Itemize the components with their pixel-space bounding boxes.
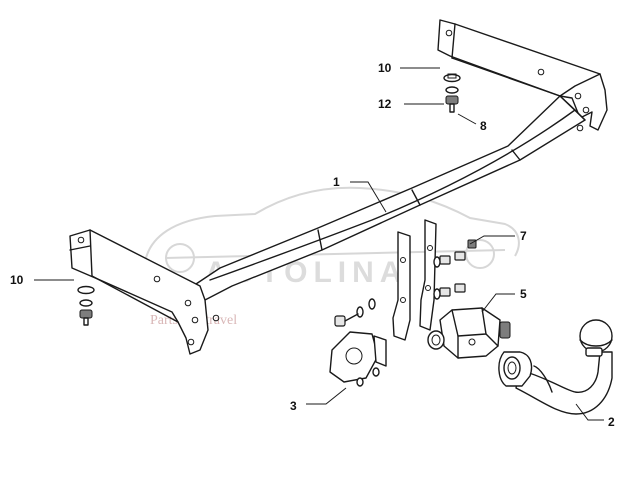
ball-lock-mount xyxy=(427,307,511,359)
callout-2: 2 xyxy=(608,415,615,429)
plate-bolts-left xyxy=(334,298,376,327)
center-mount-plates xyxy=(392,219,437,341)
socket-plate xyxy=(329,331,387,387)
callout-10-left: 10 xyxy=(10,273,24,287)
callout-1: 1 xyxy=(333,175,340,189)
fastener-stack-left xyxy=(77,285,95,326)
callout-numbers: 1 2 3 5 7 8 10 10 12 xyxy=(10,61,615,429)
callout-7: 7 xyxy=(520,229,527,243)
callout-10-right: 10 xyxy=(378,61,392,75)
fastener-stack-right xyxy=(443,73,461,113)
callout-3: 3 xyxy=(290,399,297,413)
callout-leaders xyxy=(34,67,604,421)
callout-12: 12 xyxy=(378,97,392,111)
crossbar xyxy=(69,19,608,355)
bolt-set xyxy=(433,239,477,300)
tow-ball-neck xyxy=(498,319,613,415)
callout-5: 5 xyxy=(520,287,527,301)
callout-8: 8 xyxy=(480,119,487,133)
